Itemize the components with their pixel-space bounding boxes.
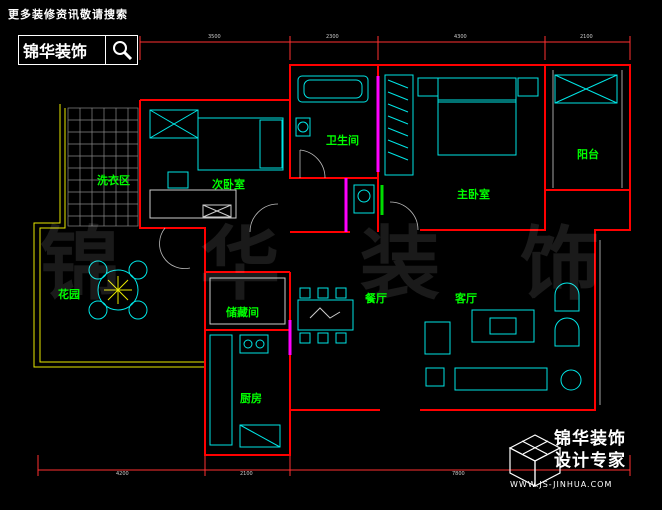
watermark-char: 锦 bbox=[40, 218, 120, 311]
master-bedroom-furniture bbox=[384, 74, 539, 176]
brand-search-box[interactable]: 锦华装饰 bbox=[18, 35, 138, 65]
dimension-label: 2100 bbox=[240, 471, 253, 477]
dimension-label: 7800 bbox=[452, 471, 465, 477]
brand-name: 锦华装饰 bbox=[23, 42, 88, 61]
footer-brand-line2: 设计专家 bbox=[554, 451, 626, 471]
promo-text: 更多装修资讯敬请搜索 bbox=[8, 8, 128, 21]
cube-logo-icon bbox=[508, 434, 562, 487]
bathroom-fixtures bbox=[295, 75, 375, 214]
watermark-char: 装 bbox=[360, 218, 440, 311]
dimension-label: 4200 bbox=[116, 471, 129, 477]
watermark-char: 饰 bbox=[520, 218, 600, 311]
bottom-dimension-line bbox=[37, 455, 631, 476]
room-label-second-bedroom: 次卧室 bbox=[212, 178, 245, 191]
room-label-kitchen: 厨房 bbox=[240, 392, 262, 405]
balcony-lines bbox=[552, 70, 623, 405]
garden-outline bbox=[33, 104, 205, 368]
room-label-balcony: 阳台 bbox=[577, 148, 599, 161]
room-label-storage: 储藏间 bbox=[226, 306, 259, 319]
dimension-label: 3500 bbox=[208, 34, 221, 40]
second-bedroom-furniture bbox=[149, 109, 284, 219]
room-label-laundry: 洗衣区 bbox=[97, 174, 130, 187]
accent-marks bbox=[288, 76, 384, 355]
top-dimension-line bbox=[139, 36, 631, 60]
dimension-label: 2100 bbox=[580, 34, 593, 40]
balcony-furniture bbox=[554, 74, 618, 104]
room-label-master-bedroom: 主卧室 bbox=[457, 188, 490, 201]
dimension-label: 4300 bbox=[454, 34, 467, 40]
door-arcs bbox=[159, 149, 419, 269]
room-label-bathroom: 卫生间 bbox=[326, 134, 359, 147]
footer-brand: 锦华装饰 设计专家 bbox=[554, 428, 626, 472]
room-label-dining: 餐厅 bbox=[365, 292, 387, 305]
garden-table bbox=[88, 260, 148, 320]
footer-brand-line1: 锦华装饰 bbox=[554, 429, 626, 449]
dining-table bbox=[297, 287, 354, 344]
footer-url[interactable]: WWW.JS-JINHUA.COM bbox=[510, 480, 613, 489]
kitchen-fixtures bbox=[209, 277, 286, 448]
laundry-hatch bbox=[67, 107, 139, 227]
room-label-living: 客厅 bbox=[455, 292, 477, 305]
watermark-char: 华 bbox=[200, 218, 280, 311]
living-furniture bbox=[424, 282, 582, 391]
search-icon[interactable] bbox=[105, 36, 137, 64]
dimension-label: 2300 bbox=[326, 34, 339, 40]
room-label-garden: 花园 bbox=[58, 288, 80, 301]
